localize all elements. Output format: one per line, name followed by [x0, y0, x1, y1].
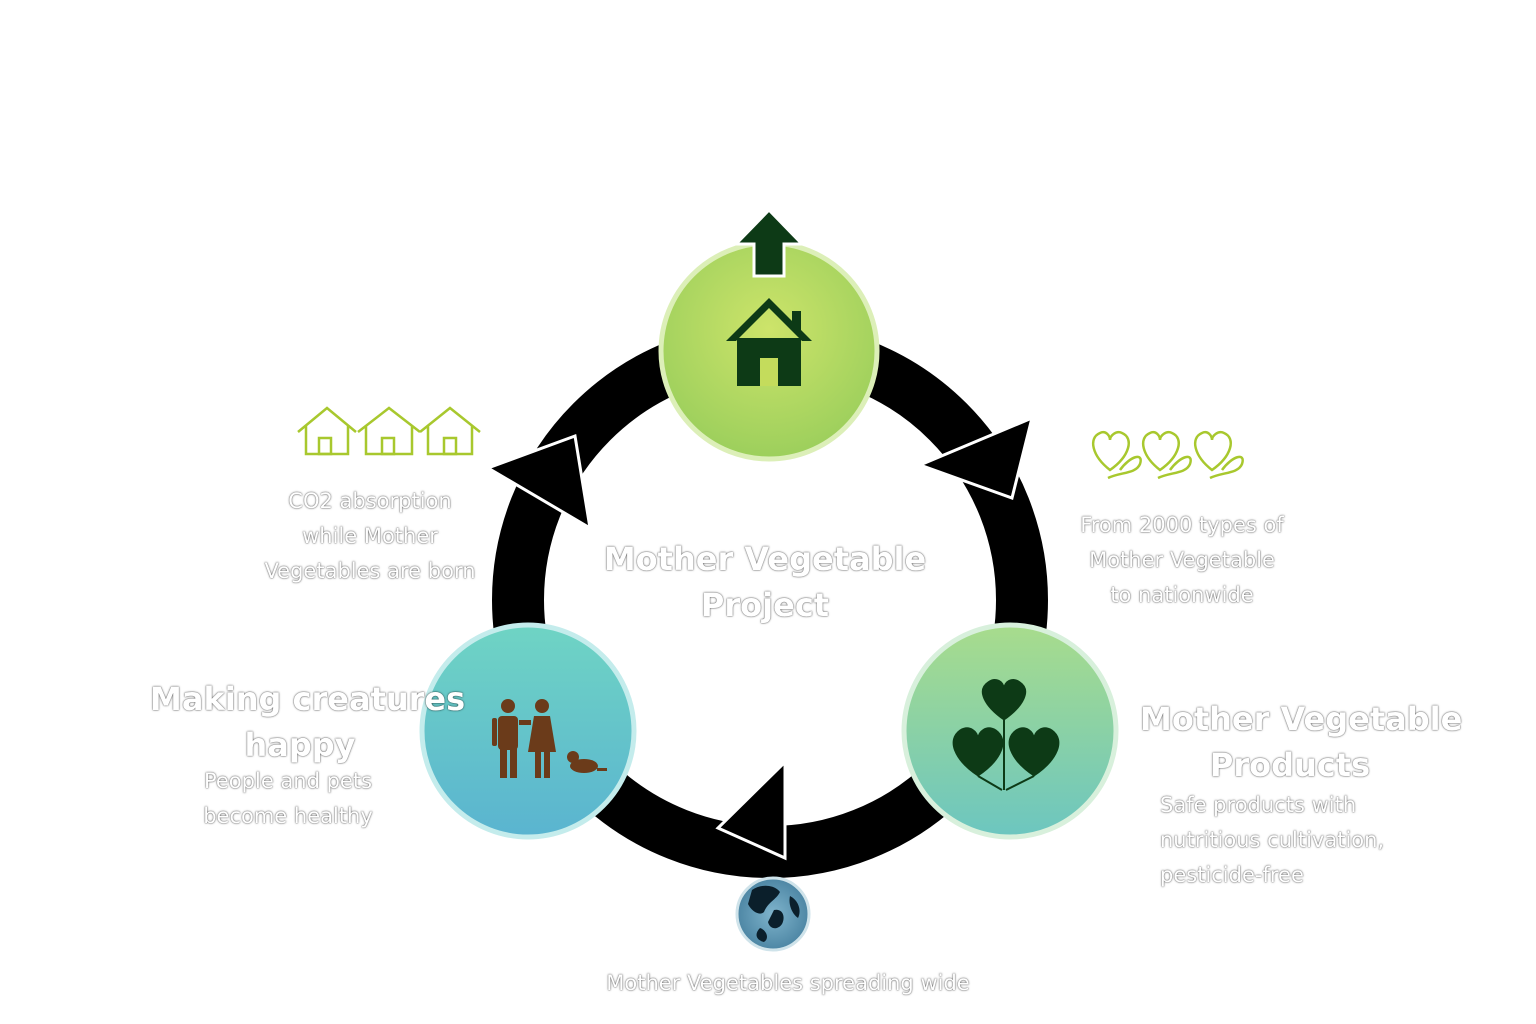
products-title-line2: Products [1209, 746, 1371, 784]
family-pet-icon [492, 699, 607, 778]
products-title: Mother Vegetable Products [1140, 696, 1463, 788]
arrowhead-left [484, 433, 592, 531]
right-note-line2: Mother Vegetable [1089, 548, 1275, 572]
upload-arrow-icon [732, 207, 806, 278]
creatures-sub-line1: People and pets [203, 769, 373, 793]
creatures-title: Making creatures happy [150, 676, 466, 768]
house-outline-icon [297, 406, 481, 456]
creatures-title-line2: happy [244, 726, 356, 764]
center-title: Mother Vegetable Project [600, 536, 930, 628]
products-title-line1: Mother Vegetable [1140, 700, 1463, 738]
arrowhead-right [915, 415, 1035, 500]
left-note-line1: CO2 absorption [288, 489, 452, 513]
creatures-node [419, 622, 637, 840]
creatures-title-line1: Making creatures [150, 680, 466, 718]
right-note: From 2000 types of Mother Vegetable to n… [1062, 508, 1302, 613]
products-sub-line2: nutritious cultivation, [1160, 828, 1385, 852]
heart-balloon-outline-icon [1091, 431, 1244, 480]
left-note-line2: while Mother [302, 524, 438, 548]
right-note-line3: to nationwide [1110, 583, 1254, 607]
products-subtitle: Safe products with nutritious cultivatio… [1160, 788, 1460, 893]
products-sub-line3: pesticide-free [1160, 863, 1304, 887]
arrowhead-bottom [715, 758, 787, 861]
products-sub-line1: Safe products with [1160, 793, 1357, 817]
creatures-subtitle: People and pets become healthy [168, 764, 408, 834]
right-note-line1: From 2000 types of [1080, 513, 1284, 537]
bottom-caption: Mother Vegetables spreading wide [606, 971, 970, 995]
left-note-line3: Vegetables are born [264, 559, 476, 583]
center-title-line2: Project [700, 586, 830, 624]
heart-balloons-icon [952, 679, 1060, 791]
globe-land [748, 885, 800, 942]
left-note: CO2 absorption while Mother Vegetables a… [240, 484, 500, 589]
products-node [901, 622, 1119, 840]
creatures-sub-line2: become healthy [203, 804, 373, 828]
house-icon [726, 298, 812, 386]
center-title-line1: Mother Vegetable [603, 540, 927, 578]
